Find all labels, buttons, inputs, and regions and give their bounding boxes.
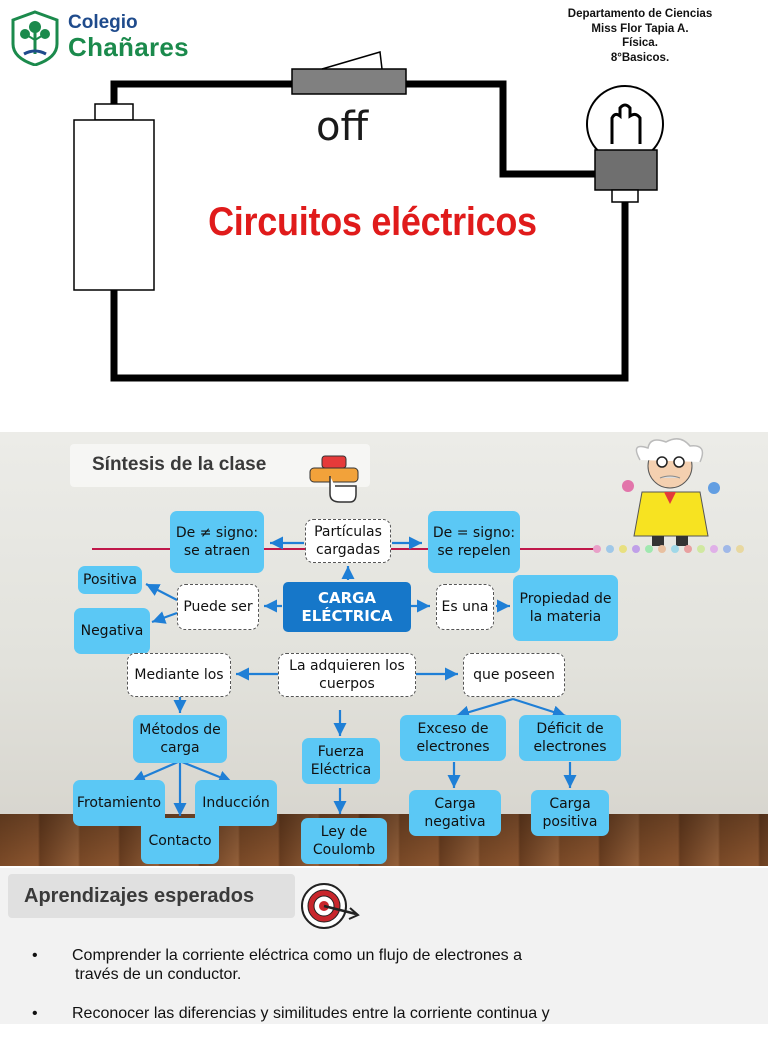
logo-chanares: Chañares (68, 32, 189, 62)
node-que-poseen: que poseen (463, 653, 565, 697)
circuit-diagram (73, 51, 664, 382)
node-propiedad: Propiedad de la materia (513, 575, 618, 641)
node-carga-negativa: Carga negativa (409, 790, 501, 836)
bullet-list: • Comprender la corriente eléctrica como… (30, 946, 750, 1043)
subject-line: Física. (622, 37, 658, 49)
wire (406, 80, 595, 178)
bullet-marker: • (32, 1005, 38, 1022)
logo-colegio: Colegio (68, 12, 138, 33)
node-negativa: Negativa (74, 608, 150, 654)
bullet-item: • Reconocer las diferencias y similitude… (30, 1004, 750, 1023)
teacher-line: Miss Flor Tapia A. (591, 22, 689, 35)
node-repelen: De = signo: se repelen (428, 511, 520, 573)
section-title-box: Aprendizajes esperados (8, 874, 295, 918)
hand-button-icon (309, 455, 359, 503)
node-puede-ser: Puede ser (177, 584, 259, 630)
slide-aprendizajes: Aprendizajes esperados • Comprender la c… (0, 868, 768, 1024)
bullet-line: Reconocer las diferencias y similitudes … (72, 1005, 550, 1022)
node-mediante: Mediante los (127, 653, 231, 697)
section-title: Aprendizajes esperados (24, 885, 255, 907)
node-particulas: Partículas cargadas (305, 519, 391, 563)
node-metodos: Métodos de carga (133, 715, 227, 763)
section-title: Síntesis de la clase (92, 454, 267, 475)
node-deficit: Déficit de electrones (519, 715, 621, 761)
switch-state-label: off (316, 104, 369, 150)
logo-tree-icon (11, 10, 59, 66)
switch-icon (291, 51, 407, 95)
wire (110, 200, 629, 382)
slide-title: Circuitos eléctricos (208, 200, 537, 244)
grade-line: 8°Basicos. (610, 51, 670, 64)
target-icon (301, 883, 360, 929)
node-contacto: Contacto (141, 818, 219, 864)
node-carga-electrica: CARGA ELÉCTRICA (283, 582, 411, 632)
node-exceso: Exceso de electrones (400, 715, 506, 761)
bullet-item: • Comprender la corriente eléctrica como… (30, 946, 750, 984)
department-info: Departamento de Ciencias Miss Flor Tapia… (530, 7, 750, 65)
battery-icon (73, 103, 155, 291)
node-ley-coulomb: Ley de Coulomb (301, 818, 387, 864)
node-atraen: De ≠ signo: se atraen (170, 511, 264, 573)
bullet-line: Comprender la corriente eléctrica como u… (72, 947, 523, 964)
concept-map-lines (92, 438, 744, 816)
node-positiva: Positiva (78, 566, 142, 594)
decorative-dots (593, 545, 744, 553)
node-es-una: Es una (436, 584, 494, 630)
node-fuerza: Fuerza Eléctrica (302, 738, 380, 784)
department-line: Departamento de Ciencias (567, 8, 713, 20)
wire (110, 80, 292, 108)
node-adquieren: La adquieren los cuerpos (278, 653, 416, 697)
slide-circuitos: Colegio Chañares Departamento de Ciencia… (0, 0, 768, 420)
lamp-icon (586, 85, 664, 203)
node-carga-positiva: Carga positiva (531, 790, 609, 836)
slide-sintesis: Síntesis de la clase (0, 432, 768, 866)
bullet-marker: • (32, 947, 38, 964)
bullet-line: través de un conductor. (75, 966, 242, 983)
scientist-icon (622, 438, 720, 546)
